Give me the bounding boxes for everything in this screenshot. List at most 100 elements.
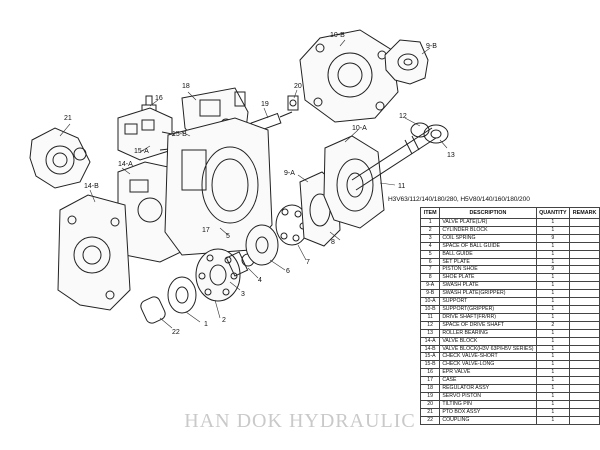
cell-remark xyxy=(569,376,600,386)
cell-remark xyxy=(569,344,600,354)
cell-quantity: 1 xyxy=(535,304,571,314)
table-header-row: ITEM DESCRIPTION QUANTITY REMARK xyxy=(419,207,600,219)
callout-15a: 15-A xyxy=(134,148,149,155)
cell-remark xyxy=(569,265,600,275)
cell-quantity: 1 xyxy=(535,249,571,259)
callout-10b: 10-B xyxy=(330,32,345,39)
cell-description: TILTING PIN xyxy=(439,399,537,409)
callout-4: 4 xyxy=(258,277,262,284)
cell-remark xyxy=(569,225,600,235)
cell-description: EPR VALVE xyxy=(439,368,537,378)
cell-item: 14-A xyxy=(419,336,441,346)
callout-9b: 9-B xyxy=(426,43,437,50)
cell-description: SWASH PLATE(GRIPPER) xyxy=(439,289,537,299)
cell-description: REGULATOR ASSY xyxy=(439,384,537,393)
cell-item: 10-B xyxy=(419,304,441,314)
cell-remark xyxy=(569,312,600,322)
cell-quantity: 1 xyxy=(535,289,571,299)
cell-remark xyxy=(569,391,600,401)
callout-21: 21 xyxy=(64,115,72,122)
callout-9a: 9-A xyxy=(284,170,295,177)
cell-description: CHECK VALVE-SHORT xyxy=(439,352,537,362)
cell-item: 20 xyxy=(419,399,441,409)
cell-item: 1 xyxy=(419,218,441,227)
cell-remark xyxy=(569,289,600,299)
callout-19: 19 xyxy=(261,101,269,108)
cell-remark xyxy=(569,281,600,291)
callout-1: 1 xyxy=(204,321,208,328)
callout-13: 13 xyxy=(447,152,455,159)
cell-quantity: 1 xyxy=(535,391,571,401)
cell-quantity: 2 xyxy=(535,320,571,330)
cell-remark xyxy=(569,352,600,362)
cell-description: CHECK VALVE-LONG xyxy=(439,360,537,370)
header-quantity: QUANTITY xyxy=(535,207,571,219)
cell-quantity: 1 xyxy=(535,336,571,346)
cell-description: SWASH PLATE xyxy=(439,281,537,291)
valve-plate-part xyxy=(167,276,197,314)
callout-2: 2 xyxy=(222,317,226,324)
tilting-pin-part xyxy=(287,95,299,111)
cell-description: COUPLING xyxy=(439,415,537,425)
callout-14b: 14-B xyxy=(84,183,99,190)
cell-item: 16 xyxy=(419,368,441,378)
callout-16: 16 xyxy=(155,95,163,102)
cell-description: PISTON SHOE xyxy=(439,265,537,275)
cell-remark xyxy=(569,257,600,267)
cell-description: VALVE BLOCK xyxy=(439,336,537,346)
support-part xyxy=(323,135,385,229)
callout-20: 20 xyxy=(294,83,302,90)
cell-remark xyxy=(569,304,600,314)
cell-remark xyxy=(569,399,600,409)
cell-remark xyxy=(569,384,600,393)
cell-quantity: 1 xyxy=(535,241,571,251)
header-description: DESCRIPTION xyxy=(439,207,537,219)
callout-12: 12 xyxy=(399,113,407,120)
support-gripper-part xyxy=(299,29,399,123)
callout-8: 8 xyxy=(331,239,335,246)
cell-description: DRIVE SHAFT(FR/RR) xyxy=(439,312,537,322)
cell-description: CYLINDER BLOCK xyxy=(439,225,537,235)
callout-7: 7 xyxy=(306,259,310,266)
bearing-part xyxy=(410,122,449,144)
cell-quantity: 1 xyxy=(535,360,571,370)
watermark-text: HAN DOK HYDRAULIC xyxy=(184,410,416,432)
cell-item: 4 xyxy=(419,241,441,251)
cell-remark xyxy=(569,218,600,227)
cell-quantity: 1 xyxy=(535,368,571,378)
cell-description: VALVE BLOCK(H3V 63P/H5V SERIES) xyxy=(439,344,537,354)
cell-item: 18 xyxy=(419,384,441,393)
cell-remark xyxy=(569,360,600,370)
cell-quantity: 1 xyxy=(535,218,571,227)
cell-quantity: 9 xyxy=(535,265,571,275)
cell-item: 15-B xyxy=(419,360,441,370)
cell-item: 19 xyxy=(419,391,441,401)
callout-10a: 10-A xyxy=(352,125,367,132)
cell-quantity: 1 xyxy=(535,225,571,235)
callout-5: 5 xyxy=(226,233,230,240)
header-remark: REMARK xyxy=(569,207,600,219)
callout-18: 18 xyxy=(182,83,190,90)
cell-description: CASE xyxy=(439,376,537,386)
